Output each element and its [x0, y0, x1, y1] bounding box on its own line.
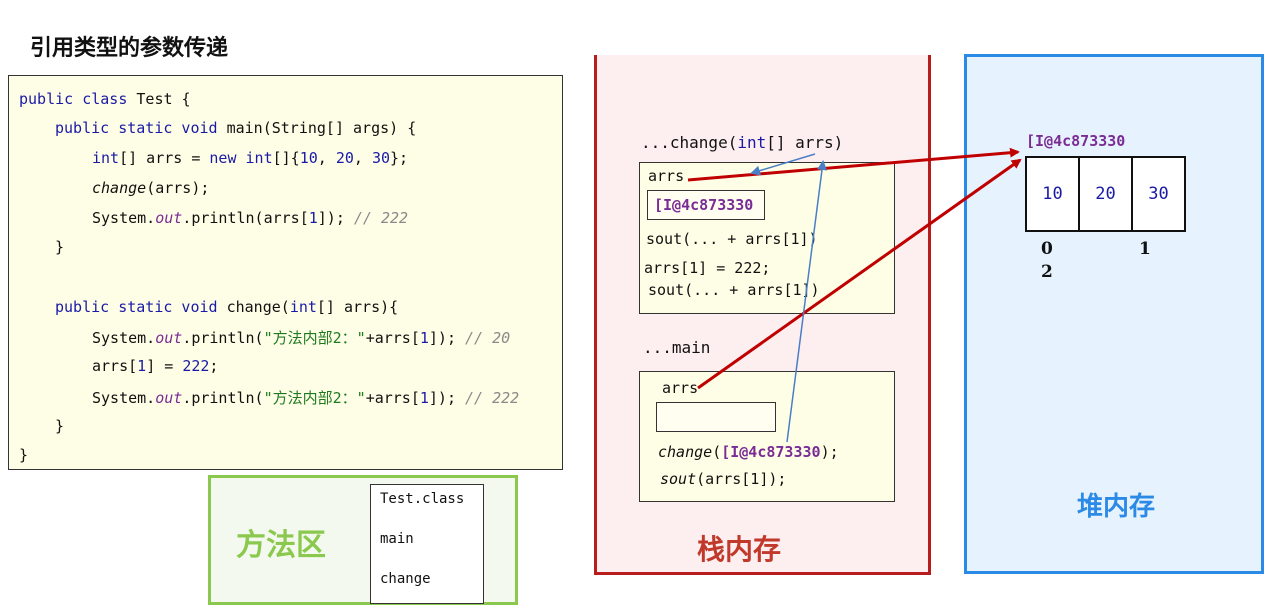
heap-array-address: [I@4c873330 — [1026, 132, 1126, 150]
change-stack-frame: arrs [I@4c873330 sout(... + arrs[1]) arr… — [639, 162, 895, 314]
code-line-4: change(arrs); — [92, 179, 210, 197]
heap-index-1: 1 — [1139, 239, 1151, 259]
change-frame-ref-value: [I@4c873330 — [654, 196, 754, 214]
code-line-10: System.out.println("方法内部2："+arrs[1]); //… — [92, 389, 520, 407]
reference-arrows — [687, 147, 1022, 443]
stack-memory-label: 栈内存 — [697, 533, 782, 566]
heap-memory-label: 堆内存 — [1077, 492, 1156, 522]
main-frame-ref-slot — [656, 402, 776, 432]
class-item-main: main — [380, 531, 414, 547]
change-frame-line-2: arrs[1] = 222; — [644, 259, 771, 277]
param-to-arrs-arrow — [750, 153, 816, 176]
code-line-5: System.out.println(arrs[1]); // 222 — [92, 209, 409, 227]
heap-index-0: 0 — [1041, 239, 1053, 259]
main-frame-sout: sout(arrs[1]); — [660, 470, 787, 488]
change-frame-ref-slot: [I@4c873330 — [647, 190, 765, 220]
heap-array-cell-0: 10 — [1025, 156, 1080, 232]
main-stack-frame: arrs change([I@4c873330); sout(arrs[1]); — [639, 371, 895, 502]
main-frame-call: change([I@4c873330); — [658, 443, 839, 461]
class-item-test-class: Test.class — [380, 491, 465, 507]
heap-array-cell-2: 30 — [1131, 156, 1186, 232]
code-line-9: arrs[1] = 222; — [92, 357, 219, 375]
code-line-3: int[] arrs = new int[]{10, 20, 30}; — [92, 149, 409, 167]
code-line-7: public static void change(int[] arrs){ — [55, 298, 399, 316]
change-frame-line-3: sout(... + arrs[1]) — [648, 281, 820, 299]
method-area-label: 方法区 — [236, 528, 326, 563]
call-to-param-arrow — [786, 160, 827, 443]
change-frame-header: ...change(int[] arrs) — [641, 133, 844, 152]
main-frame-var: arrs — [662, 379, 699, 397]
heap-memory — [964, 54, 1264, 574]
code-line-2: public static void main(String[] args) { — [55, 119, 417, 137]
code-line-1: public class Test { — [19, 90, 191, 108]
class-item-change: change — [380, 571, 431, 587]
code-line-8: System.out.println("方法内部2："+arrs[1]); //… — [92, 329, 511, 347]
code-line-12: } — [19, 446, 29, 464]
change-frame-var: arrs — [648, 167, 685, 185]
page-title: 引用类型的参数传递 — [30, 36, 229, 61]
code-line-11: } — [55, 417, 65, 435]
change-arrs-to-heap-arrow — [687, 147, 1020, 182]
heap-index-2: 2 — [1041, 262, 1053, 282]
class-info-box: Test.class main change — [370, 484, 484, 604]
main-arrs-to-heap-arrow — [697, 158, 1022, 390]
change-frame-line-1: sout(... + arrs[1]) — [646, 230, 818, 248]
code-line-6: } — [55, 238, 65, 256]
main-frame-header: ...main — [643, 338, 711, 357]
code-panel: public class Test { public static void m… — [8, 75, 563, 470]
